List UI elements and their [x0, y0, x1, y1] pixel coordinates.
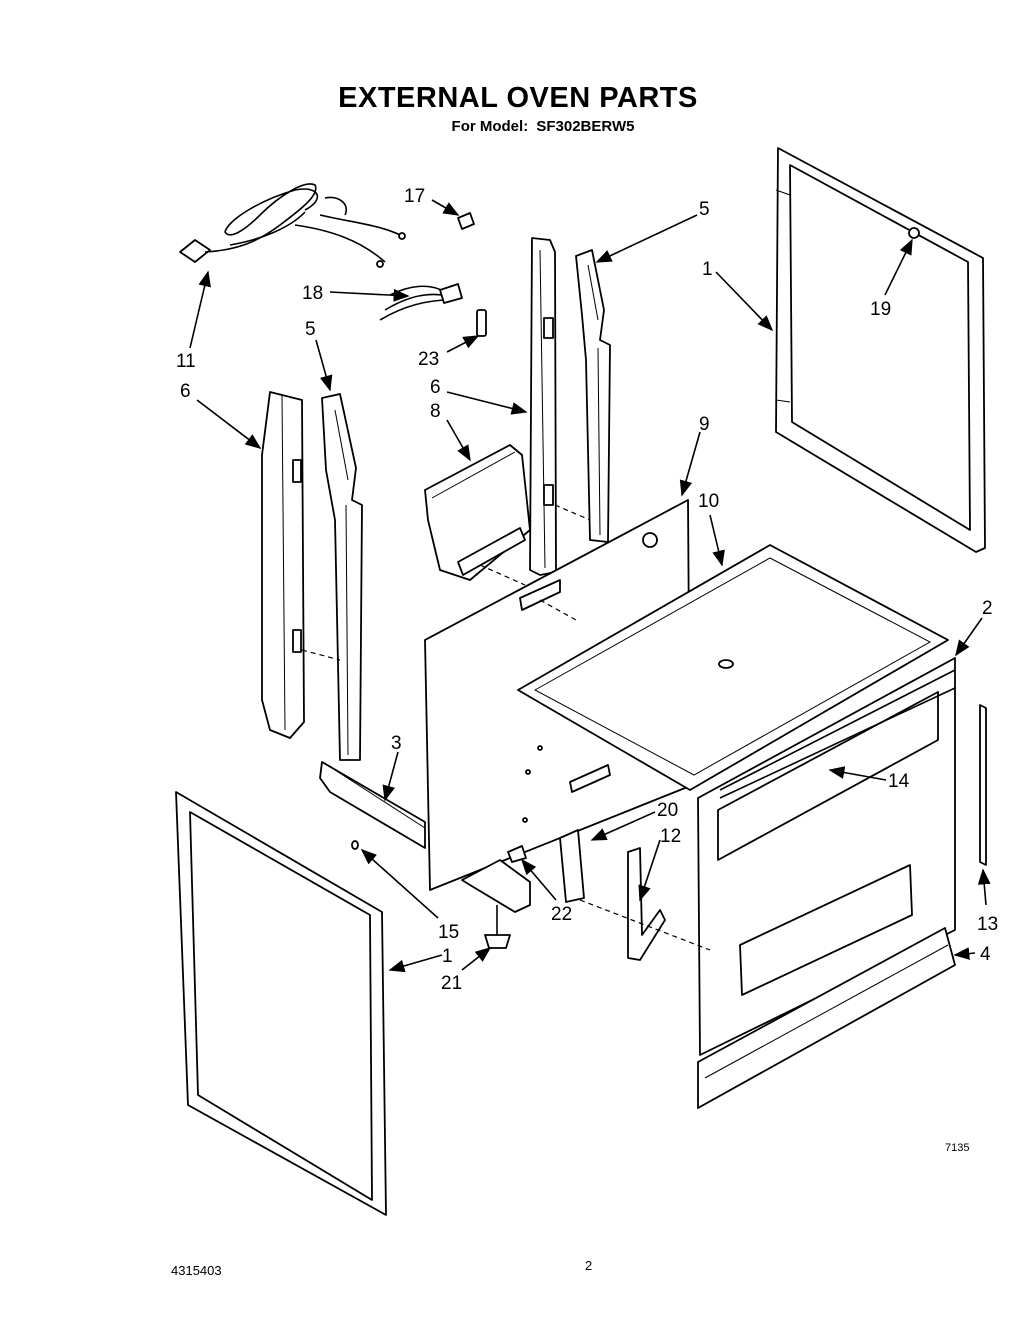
callout-3: 3 — [391, 733, 402, 754]
document-number: 4315403 — [171, 1263, 222, 1278]
callout-18: 18 — [302, 283, 323, 304]
part-vent-duct — [424, 444, 531, 581]
callout-10: 10 — [698, 491, 719, 512]
part-17 — [457, 212, 475, 230]
callout-6-left: 6 — [180, 381, 191, 402]
part-leveling-leg — [484, 905, 511, 949]
callout-1-bottom: 1 — [442, 946, 453, 967]
callout-labels: 17 5 1 19 18 11 5 23 6 6 8 9 10 2 3 14 2… — [176, 186, 998, 994]
part-side-bracket-center — [575, 249, 611, 543]
part-23 — [476, 309, 487, 337]
part-wire-harness — [379, 283, 463, 321]
clip-19 — [908, 227, 920, 239]
model-number: SF302BERW5 — [536, 118, 635, 135]
callout-12: 12 — [660, 826, 681, 847]
page-title: EXTERNAL OVEN PARTS — [338, 82, 698, 114]
callout-13: 13 — [977, 914, 998, 935]
callout-9: 9 — [699, 414, 710, 435]
model-subtitle: For Model: SF302BERW5 — [0, 118, 1036, 135]
part-12 — [627, 847, 666, 961]
part-kick-panel — [697, 927, 956, 1109]
model-prefix: For Model: — [451, 118, 529, 135]
callout-5-left: 5 — [305, 319, 316, 340]
callout-20: 20 — [657, 800, 678, 821]
callout-19: 19 — [870, 299, 891, 320]
page-number: 2 — [585, 1258, 593, 1273]
part-20 — [559, 829, 585, 903]
callout-5-top: 5 — [699, 199, 710, 220]
callout-14: 14 — [888, 771, 910, 792]
callout-8: 8 — [430, 401, 441, 422]
part-front-frame — [697, 657, 956, 1056]
part-side-trim — [979, 704, 987, 866]
callout-1-top: 1 — [702, 259, 713, 280]
art-code: 7135 — [945, 1142, 970, 1154]
leader-lines — [189, 199, 991, 973]
part-oven-top — [517, 544, 949, 791]
part-side-bracket-left — [321, 393, 363, 761]
part-bottom-bracket — [319, 761, 426, 849]
callout-11: 11 — [176, 351, 196, 372]
part-side-rail-left — [261, 391, 305, 739]
part-side-panel-left — [175, 791, 387, 1216]
part-side-rail-center — [529, 237, 557, 576]
callout-15: 15 — [438, 922, 459, 943]
part-22 — [507, 845, 527, 863]
part-15 — [351, 840, 359, 850]
callout-17: 17 — [404, 186, 425, 207]
part-leveling-bracket — [461, 859, 531, 913]
callout-21: 21 — [441, 973, 462, 994]
callout-23: 23 — [418, 349, 439, 370]
callout-22: 22 — [551, 904, 572, 925]
callout-6-center: 6 — [430, 377, 441, 398]
part-power-cord — [179, 183, 406, 268]
callout-2: 2 — [982, 598, 993, 619]
part-side-panel-right — [775, 147, 986, 553]
callout-4: 4 — [980, 944, 991, 965]
